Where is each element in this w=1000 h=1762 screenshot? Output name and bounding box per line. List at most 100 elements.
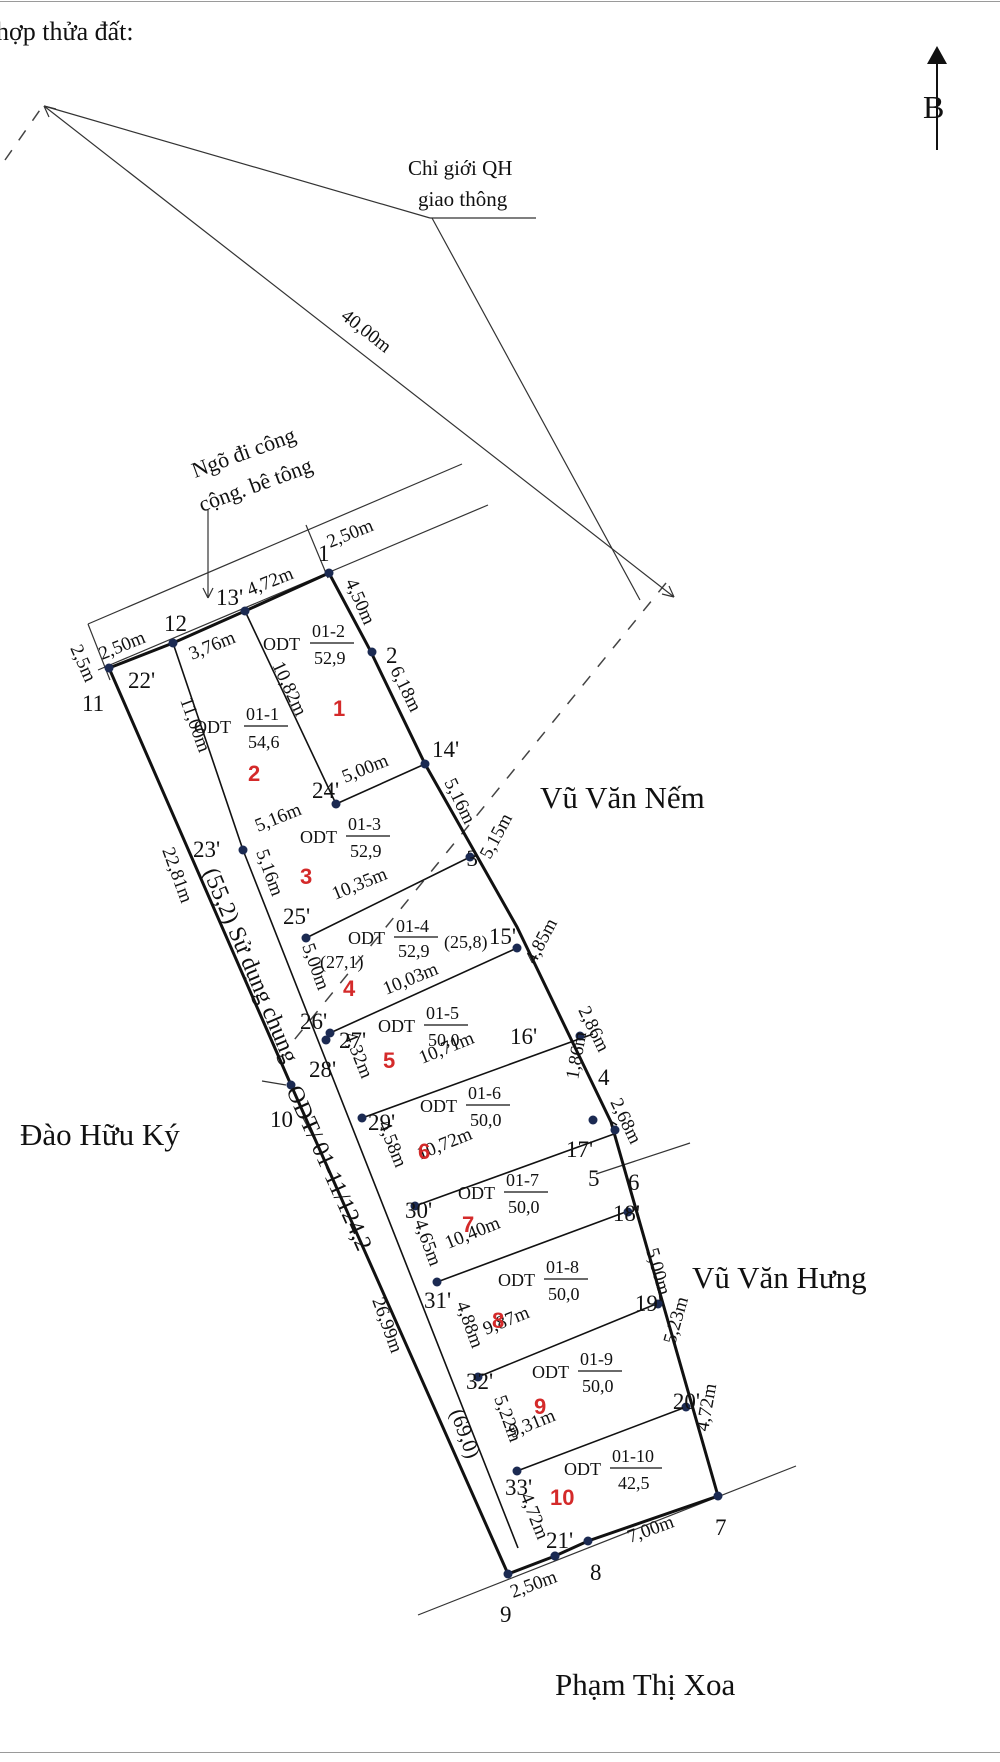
lot-3: ODT 01-3 52,9 3 [300, 814, 390, 889]
lot-4: ODT 01-4 52,9 (27,1) (25,8) 4 [320, 916, 488, 1001]
point-dot [465, 852, 475, 862]
point-labels: 1 2 3 4 5 6 7 8 9 10 11 12 13' 14' 15' 1… [82, 541, 727, 1627]
point-dot [324, 568, 334, 578]
lot-annotations: ODT 01-2 52,9 1 ODT 01-1 54,6 2 ODT 01-3… [194, 621, 662, 1510]
point-dot [325, 1028, 335, 1038]
point-dot [681, 1402, 691, 1412]
lot-code: 01-5 [426, 1003, 459, 1023]
lot-number: 5 [383, 1048, 395, 1073]
lot-number: 10 [550, 1485, 574, 1510]
lot-area: 50,0 [582, 1376, 614, 1396]
point-label: 17' [566, 1137, 593, 1162]
lot-prefix: ODT [498, 1270, 535, 1290]
road-west: Đào Hữu Ký [20, 1117, 180, 1152]
point-dot [512, 1466, 522, 1476]
planning-boundary-line2: giao thông [418, 187, 508, 211]
lot-code: 01-1 [246, 704, 279, 724]
lot-2: ODT 01-1 54,6 2 [194, 704, 288, 786]
lot-lines [172, 610, 687, 1549]
point-label: 1 [318, 541, 330, 566]
point-dot [512, 943, 522, 953]
point-label: 7 [715, 1515, 727, 1540]
dimension: 26,99m [367, 1295, 406, 1356]
lot-code: 01-3 [348, 814, 381, 834]
lot-area: 50,0 [428, 1030, 460, 1050]
point-label: 6 [628, 1170, 640, 1195]
dimension: 4,50m [340, 575, 379, 628]
dimension: 4,65m [409, 1217, 445, 1270]
dimension: 9,87m [480, 1302, 533, 1340]
lot-number: 9 [534, 1394, 546, 1419]
lot-number: 1 [333, 696, 345, 721]
point-dot [583, 1536, 593, 1546]
point-dot [653, 1299, 663, 1309]
lot-7: ODT 01-7 50,0 7 [458, 1170, 548, 1237]
common-strip-code: ODT/ 01-11/124,2 [281, 1082, 377, 1255]
point-dot [367, 647, 377, 657]
point-dot [301, 933, 311, 943]
lot-left-area: (27,1) [320, 952, 364, 973]
top-border [0, 1, 1000, 2]
dimension: 6,18m [386, 663, 426, 716]
lot-prefix: ODT [300, 827, 337, 847]
lot-prefix: ODT [458, 1183, 495, 1203]
common-strip-label: (55,2) Sử dụng chung [197, 864, 303, 1067]
dimension: 2,5m [65, 641, 100, 685]
point-label: 5 [588, 1166, 600, 1191]
lot-8: ODT 01-8 50,0 8 [492, 1257, 588, 1333]
road-east-bottom: Vũ Văn Hưng [692, 1260, 867, 1295]
outer-boundary [107, 571, 720, 1576]
planning-dimension: 40,00m [337, 305, 395, 357]
dimension: 7,00m [625, 1511, 678, 1547]
alley-lines [87, 463, 489, 681]
point-dot [238, 845, 248, 855]
point-label: 2 [386, 643, 398, 668]
point-dot [286, 1080, 296, 1090]
lot-area: 52,9 [398, 941, 430, 961]
road-east-top: Vũ Văn Nếm [540, 780, 705, 815]
point-dot [588, 1115, 598, 1125]
lot-area: 52,9 [314, 648, 346, 668]
lot-number: 8 [492, 1308, 504, 1333]
point-label: 33' [505, 1475, 532, 1500]
point-label: 20' [673, 1389, 700, 1414]
road-south: Phạm Thị Xoa [555, 1667, 735, 1702]
planning-dashed-lines [4, 106, 667, 1046]
dimension: 4,32m [339, 1029, 377, 1082]
point-dot [357, 1113, 367, 1123]
point-dot [168, 638, 178, 648]
point-label: 9 [500, 1602, 512, 1627]
planning-boundary-line1: Chỉ giới QH [408, 156, 512, 180]
dimension: 5,16m [252, 799, 305, 837]
point-dot [713, 1491, 723, 1501]
lot-code: 01-8 [546, 1257, 579, 1277]
dimension: 10,35m [329, 864, 390, 905]
point-dot [432, 1277, 442, 1287]
lot-9: ODT 01-9 50,0 9 [532, 1349, 622, 1419]
point-label: 3 [467, 846, 479, 871]
lot-prefix: ODT [194, 717, 231, 737]
dimension: 4,85m [521, 915, 562, 967]
point-label: 24' [312, 778, 339, 803]
point-label: 12 [164, 611, 187, 636]
point-label: 13' [216, 585, 243, 610]
lot-area: 54,6 [248, 732, 280, 752]
point-dot [473, 1372, 483, 1382]
boundary-points [104, 568, 723, 1579]
bottom-border [0, 1752, 1000, 1753]
dimension: 4,72m [515, 1490, 553, 1543]
lot-prefix: ODT [378, 1016, 415, 1036]
lot-number: 7 [462, 1212, 474, 1237]
dimension: 4,58m [373, 1118, 411, 1171]
lot-area: 52,9 [350, 841, 382, 861]
lot-code: 01-4 [396, 916, 429, 936]
point-dot [331, 799, 341, 809]
point-label: 23' [193, 837, 220, 862]
point-label: 31' [424, 1288, 451, 1313]
dimension: 2,50m [96, 627, 149, 665]
lot-area: 50,0 [508, 1197, 540, 1217]
dimension: 5,00m [641, 1246, 674, 1298]
lot-number: 2 [248, 761, 260, 786]
header-title: hợp thửa đất: [0, 17, 134, 46]
